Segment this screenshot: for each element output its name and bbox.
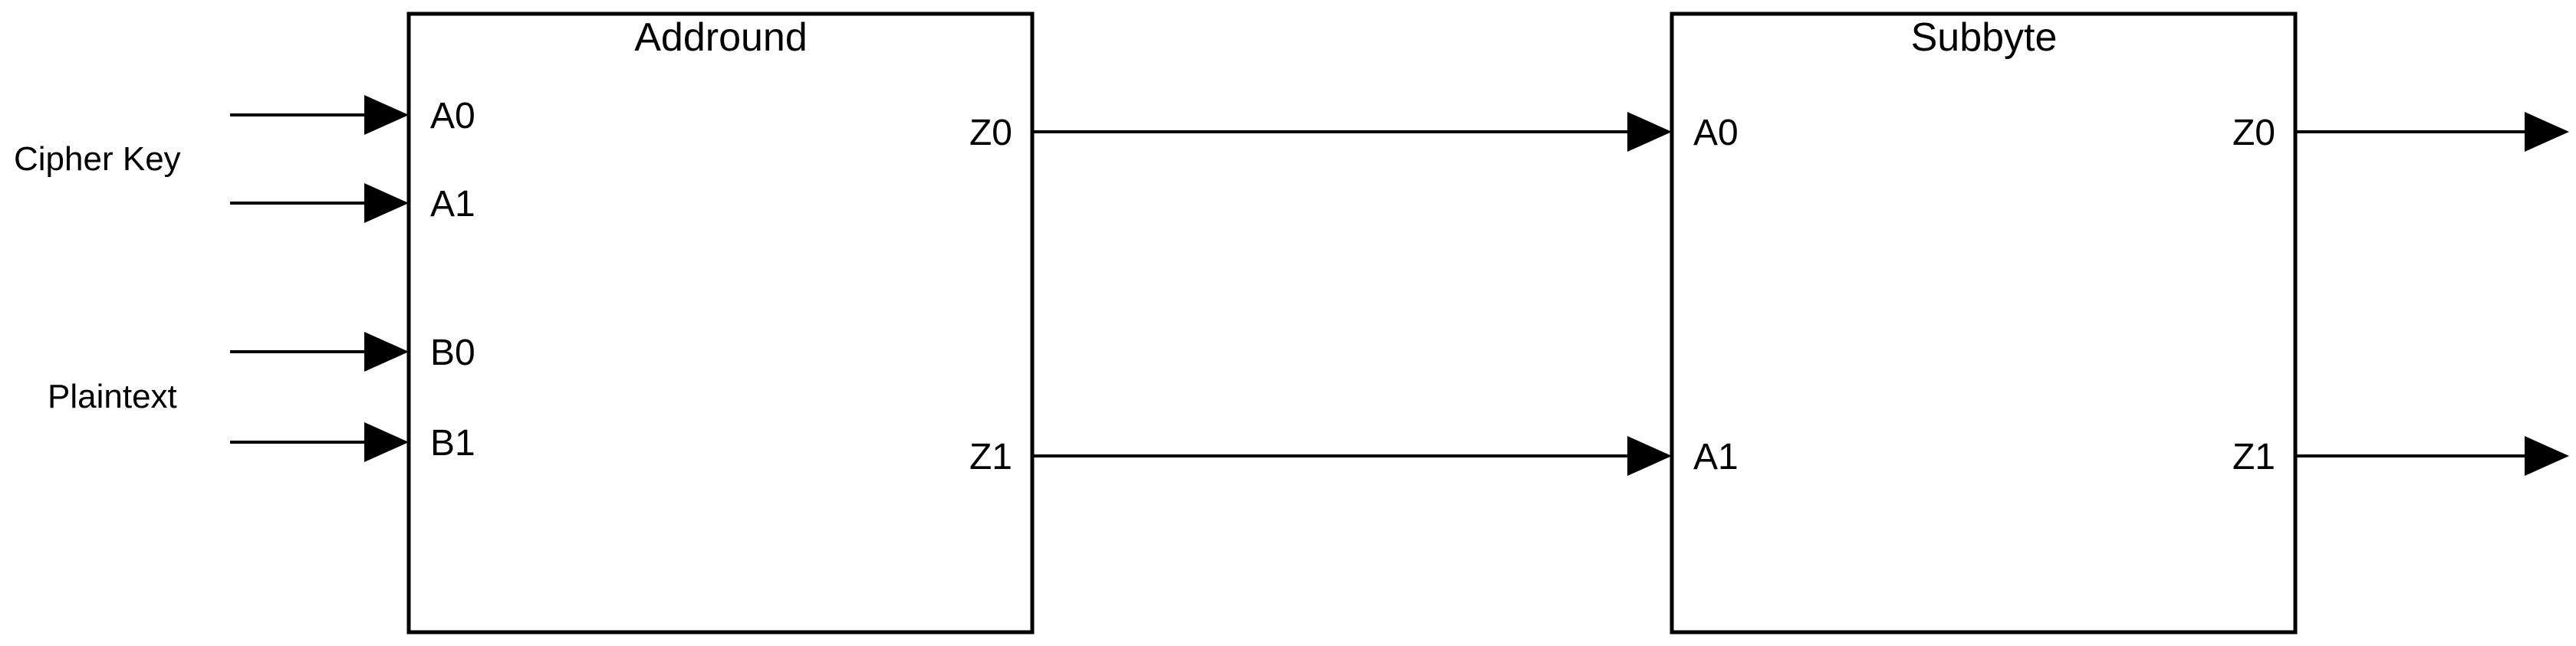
addround-block-outline[interactable] — [406, 11, 1035, 635]
subbyte-pin-a1: A1 — [1693, 437, 1739, 477]
arrow-head-icon — [364, 422, 409, 462]
addround-pin-b1: B1 — [430, 423, 475, 464]
arrow-head-icon — [364, 183, 409, 223]
wire-plaintext-to-addround-b1[interactable] — [230, 422, 409, 462]
arrow-head-icon — [364, 95, 409, 135]
wire-plaintext-to-addround-b0[interactable] — [230, 332, 409, 372]
arrow-head-icon — [2525, 112, 2569, 152]
addround-pin-a0: A0 — [430, 96, 475, 136]
arrow-head-icon — [1627, 112, 1672, 152]
subbyte-pin-z1: Z1 — [2232, 437, 2275, 477]
wire-subbyte-z1-output[interactable] — [2295, 436, 2569, 476]
wire-addround-z0-to-subbyte-a0[interactable] — [1032, 112, 1672, 152]
block-subbyte[interactable]: Subbyte — [1670, 11, 2298, 635]
addround-pin-a1: A1 — [430, 184, 475, 225]
wire-addround-z1-to-subbyte-a1[interactable] — [1032, 436, 1672, 476]
arrow-head-icon — [1627, 436, 1672, 476]
block-addround[interactable]: Addround — [406, 11, 1035, 635]
plaintext-label: Plaintext — [48, 378, 177, 415]
subbyte-block-outline[interactable] — [1670, 11, 2298, 635]
cipher-key-label: Cipher Key — [14, 140, 181, 178]
addround-pin-z1: Z1 — [969, 437, 1012, 477]
addround-block-title: Addround — [634, 15, 808, 60]
addround-pin-b0: B0 — [430, 333, 475, 373]
subbyte-block-title: Subbyte — [1911, 15, 2058, 60]
wire-cipherkey-to-addround-a1[interactable] — [230, 183, 409, 223]
wire-subbyte-z0-output[interactable] — [2295, 112, 2569, 152]
addround-pin-z0: Z0 — [969, 113, 1012, 153]
subbyte-pin-z0: Z0 — [2232, 113, 2275, 153]
wire-cipherkey-to-addround-a0[interactable] — [230, 95, 409, 135]
subbyte-pin-a0: A0 — [1693, 113, 1739, 153]
arrow-head-icon — [364, 332, 409, 372]
arrow-head-icon — [2525, 436, 2569, 476]
